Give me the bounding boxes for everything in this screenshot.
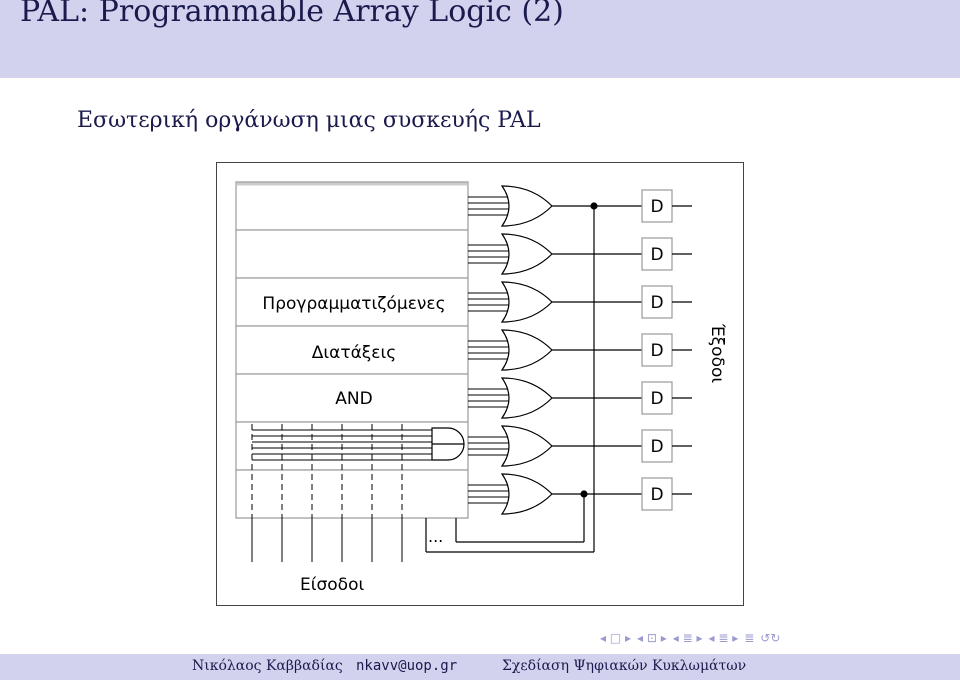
d-flipflop-7: D	[641, 477, 692, 511]
d-flipflop-4: D	[641, 333, 692, 367]
and-array	[235, 181, 469, 519]
feedback-junction-2	[580, 490, 588, 498]
footer-email: nkavv@uop.gr	[356, 658, 458, 674]
slide-title: PAL: Programmable Array Logic (2)	[20, 0, 564, 29]
d-flipflop-2: D	[641, 237, 692, 271]
inputs-label: Είσοδοι	[300, 575, 364, 595]
and-row-1	[235, 181, 469, 231]
d-flipflop-label: D	[650, 437, 663, 457]
nav-section-icon[interactable]: ◂ ≣ ▸	[672, 631, 703, 645]
or-gate-6	[468, 425, 642, 467]
d-flipflop-1: D	[641, 189, 692, 223]
and-row-3	[235, 277, 469, 327]
slide-subtitle: Εσωτερική οργάνωση μιας συσκευής PAL	[77, 108, 541, 133]
and-gate-symbol	[431, 427, 465, 461]
nav-subsection-icon[interactable]: ◂ ⊡ ▸	[637, 631, 667, 645]
and-array-label-line1: Προγραμματιζόμενες	[262, 294, 445, 314]
d-flipflop-label: D	[650, 389, 663, 409]
nav-toc-icon[interactable]: ≣	[744, 631, 755, 645]
or-gate-column: D D D D D D D	[468, 185, 692, 515]
footer-band: Νικόλαος Καββαδίας nkavv@uop.gr Σχεδίαση…	[0, 654, 960, 680]
d-flipflop-3: D	[641, 285, 692, 319]
d-flipflop-5: D	[641, 381, 692, 415]
footer-course: Σχεδίαση Ψηφιακών Κυκλωμάτων	[502, 658, 747, 674]
d-flipflop-label: D	[650, 341, 663, 361]
nav-document-icon[interactable]: ◂ ≣ ▸	[708, 631, 739, 645]
or-gate-5	[468, 377, 642, 419]
or-gate-2	[468, 233, 642, 275]
and-row-5	[235, 373, 469, 423]
and-row-7	[235, 469, 469, 519]
or-gate-4	[468, 329, 642, 371]
d-flipflop-label: D	[650, 293, 663, 313]
and-array-label-line2: Διατάξεις	[312, 343, 396, 363]
d-flipflop-6: D	[641, 429, 692, 463]
and-row-2	[235, 229, 469, 279]
footer-author: Νικόλαος Καββαδίας	[192, 658, 343, 674]
ellipsis-label: ...	[428, 527, 443, 546]
nav-frame-icon[interactable]: ◂ □ ▸	[600, 631, 632, 645]
pal-diagram: Προγραμματιζόμενες Διατάξεις AND	[216, 162, 744, 606]
d-flipflop-label: D	[650, 485, 663, 505]
beamer-nav-bar: ◂ □ ▸ ◂ ⊡ ▸ ◂ ≣ ▸ ◂ ≣ ▸ ≣ ↺↻	[600, 628, 960, 648]
d-flipflop-label: D	[650, 245, 663, 265]
header-band: PAL: Programmable Array Logic (2)	[0, 0, 960, 78]
or-gate-7	[468, 473, 642, 515]
feedback-junction-1	[590, 202, 598, 210]
or-gate-3	[468, 281, 642, 323]
and-array-label-line3: AND	[335, 389, 372, 409]
outputs-label: Έξοδοι	[707, 323, 727, 383]
nav-search-back-icon[interactable]: ↺↻	[760, 631, 781, 645]
d-flipflop-label: D	[650, 197, 663, 217]
